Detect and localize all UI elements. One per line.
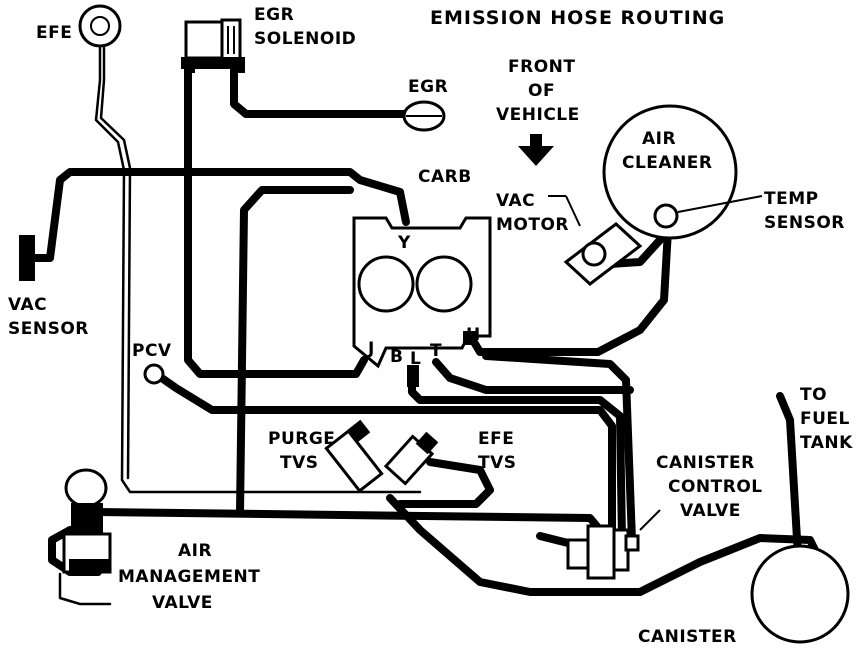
temp-sensor-leader	[677, 195, 763, 213]
vac-motor-leader-2	[565, 195, 581, 227]
canister-control-leader	[639, 509, 661, 531]
label-vac-motor-1: VAC	[496, 191, 535, 211]
label-pcv: PCV	[132, 341, 172, 361]
label-canister-control-2: CONTROL	[668, 477, 763, 497]
label-vac-sensor-1: VAC	[8, 295, 47, 315]
label-port-y: Y	[397, 233, 411, 253]
label-carb: CARB	[418, 167, 472, 187]
hose-egr-solenoid-down	[184, 66, 368, 378]
label-port-t: T	[430, 341, 442, 361]
hose-pcv	[152, 370, 616, 534]
label-port-h: H	[466, 325, 481, 345]
purge-tvs	[324, 419, 384, 494]
hose-port-b	[408, 368, 626, 544]
label-canister-control-3: VALVE	[680, 501, 741, 521]
pcv-valve	[143, 363, 165, 385]
label-port-l: L	[410, 349, 421, 369]
vac-motor	[563, 222, 643, 286]
label-temp-sensor-2: SENSOR	[764, 213, 845, 233]
hose-top-main	[30, 168, 410, 262]
hose-egr-solenoid-egr	[230, 66, 408, 118]
label-efe: EFE	[36, 23, 72, 43]
efe-wire-2	[99, 46, 132, 480]
hose-air-mgmt-top	[92, 508, 604, 534]
front-arrow-icon	[518, 134, 554, 166]
label-air-cleaner-1: AIR	[642, 129, 676, 149]
label-egr-solenoid-2: SOLENOID	[254, 29, 356, 49]
label-front-1: FRONT	[508, 57, 575, 77]
label-purge-tvs-1: PURGE	[268, 429, 335, 449]
label-vac-sensor-2: SENSOR	[8, 319, 89, 339]
efe-sensor	[78, 4, 122, 48]
label-egr: EGR	[408, 77, 448, 97]
label-to-fuel-tank-2: FUEL	[800, 409, 850, 429]
diagram-title: EMISSION HOSE ROUTING	[430, 7, 725, 29]
label-canister: CANISTER	[638, 627, 737, 647]
label-purge-tvs-2: TVS	[280, 453, 319, 473]
egr-valve	[402, 100, 446, 132]
hose-port-h	[470, 216, 672, 356]
label-air-cleaner-2: CLEANER	[622, 153, 713, 173]
hose-to-fuel-tank	[776, 392, 804, 594]
label-to-fuel-tank-3: TANK	[800, 433, 853, 453]
efe-tvs	[383, 431, 439, 486]
hose-efe-tvs	[396, 458, 494, 508]
hose-h-canister	[482, 352, 636, 544]
label-canister-control-1: CANISTER	[656, 453, 755, 473]
label-efe-tvs-2: TVS	[478, 453, 517, 473]
label-air-mgmt-2: MANAGEMENT	[118, 567, 260, 587]
canister	[750, 544, 850, 644]
label-front-3: VEHICLE	[496, 105, 580, 125]
carburetor	[352, 216, 492, 387]
label-port-j: J	[367, 339, 375, 359]
hose-left-vertical	[236, 186, 354, 516]
egr-solenoid	[181, 18, 245, 73]
efe-wire	[94, 46, 422, 494]
hose-port-t	[432, 358, 634, 394]
label-air-mgmt-3: VALVE	[152, 593, 213, 613]
label-air-mgmt-1: AIR	[178, 541, 212, 561]
label-vac-motor-2: MOTOR	[496, 215, 569, 235]
label-front-2: OF	[528, 81, 555, 101]
vac-sensor	[19, 235, 35, 281]
label-egr-solenoid-1: EGR	[254, 5, 294, 25]
canister-control-valve	[566, 524, 640, 580]
air-management-valve	[62, 468, 112, 574]
label-temp-sensor-1: TEMP	[764, 189, 819, 209]
temp-sensor	[653, 203, 679, 229]
label-port-b: B	[390, 347, 403, 367]
air-mgmt-leader	[58, 572, 112, 606]
label-efe-tvs-1: EFE	[478, 429, 514, 449]
label-to-fuel-tank-1: TO	[800, 385, 827, 405]
air-cleaner	[602, 104, 738, 240]
